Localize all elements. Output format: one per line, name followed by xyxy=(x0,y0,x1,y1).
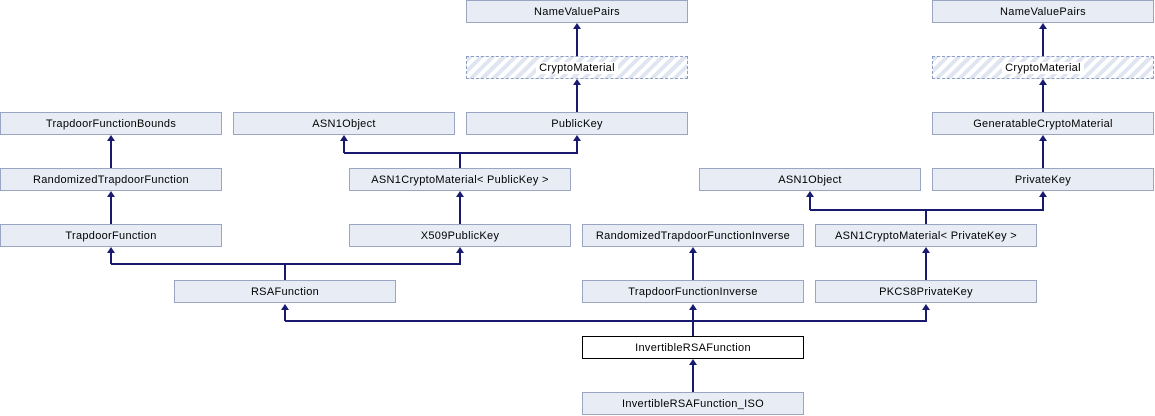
class-box-public-key[interactable]: PublicKey xyxy=(466,112,688,135)
inheritance-edge-line xyxy=(284,309,286,321)
class-label: CryptoMaterial xyxy=(536,61,618,74)
class-label: CryptoMaterial xyxy=(1002,61,1084,74)
class-box-trapdoor-function-bounds[interactable]: TrapdoorFunctionBounds xyxy=(0,112,222,135)
class-box-name-value-pairs-right[interactable]: NameValuePairs xyxy=(932,0,1154,23)
class-label: InvertibleRSAFunction_ISO xyxy=(621,397,764,410)
inheritance-edge-line xyxy=(576,140,578,153)
inheritance-arrowhead xyxy=(689,304,697,310)
class-label: TrapdoorFunctionBounds xyxy=(45,117,177,130)
inheritance-arrowhead xyxy=(573,135,581,141)
class-box-crypto-material-right: CryptoMaterial xyxy=(932,56,1154,79)
inheritance-edge-line xyxy=(1042,28,1044,56)
inheritance-edge-line xyxy=(1042,196,1044,210)
inheritance-arrowhead xyxy=(806,191,814,197)
class-label: RSAFunction xyxy=(250,285,320,298)
inheritance-edge-line xyxy=(810,209,1044,211)
inheritance-arrowhead xyxy=(340,135,348,141)
class-label: RandomizedTrapdoorFunction xyxy=(33,173,189,186)
inheritance-edge-line xyxy=(692,309,694,321)
class-label: NameValuePairs xyxy=(1000,5,1086,18)
class-label: PKCS8PrivateKey xyxy=(879,285,973,298)
class-box-name-value-pairs-mid[interactable]: NameValuePairs xyxy=(466,0,688,23)
inheritance-edge-line xyxy=(1042,84,1044,112)
inheritance-edge-line xyxy=(111,263,461,265)
class-box-trapdoor-function[interactable]: TrapdoorFunction xyxy=(0,224,222,247)
inheritance-edge-line xyxy=(576,84,578,112)
class-box-x509-public-key[interactable]: X509PublicKey xyxy=(349,224,571,247)
class-label: ASN1CryptoMaterial< PublicKey > xyxy=(371,173,549,186)
inheritance-arrowhead xyxy=(456,247,464,253)
class-label: PrivateKey xyxy=(1014,173,1072,186)
inheritance-arrowhead xyxy=(1039,135,1047,141)
class-label: NameValuePairs xyxy=(534,5,620,18)
inheritance-edge-line xyxy=(692,364,694,392)
class-label: TrapdoorFunction xyxy=(65,229,157,242)
class-box-randomized-trapdoor-function[interactable]: RandomizedTrapdoorFunction xyxy=(0,168,222,191)
inheritance-arrowhead xyxy=(1039,23,1047,29)
class-box-randomized-trapdoor-function-inverse[interactable]: RandomizedTrapdoorFunctionInverse xyxy=(582,224,804,247)
class-box-generatable-crypto-material[interactable]: GeneratableCryptoMaterial xyxy=(932,112,1154,135)
inheritance-arrowhead xyxy=(107,247,115,253)
inheritance-edge-line xyxy=(925,210,927,224)
inheritance-arrowhead xyxy=(689,247,697,253)
class-label: ASN1CryptoMaterial< PrivateKey > xyxy=(834,229,1017,242)
inheritance-edge-line xyxy=(809,196,811,210)
inheritance-arrowhead xyxy=(281,304,289,310)
inheritance-edge-line xyxy=(925,309,927,321)
inheritance-arrowhead xyxy=(107,191,115,197)
inheritance-arrowhead xyxy=(1039,191,1047,197)
class-label: X509PublicKey xyxy=(420,229,500,242)
class-box-trapdoor-function-inverse[interactable]: TrapdoorFunctionInverse xyxy=(582,280,804,303)
class-box-crypto-material-mid: CryptoMaterial xyxy=(466,56,688,79)
inheritance-arrowhead xyxy=(922,304,930,310)
class-box-invertible-rsa-function-iso[interactable]: InvertibleRSAFunction_ISO xyxy=(582,392,804,415)
class-box-private-key[interactable]: PrivateKey xyxy=(932,168,1154,191)
class-box-asn1-object-right[interactable]: ASN1Object xyxy=(699,168,921,191)
class-label: PublicKey xyxy=(551,117,603,130)
inheritance-arrowhead xyxy=(456,191,464,197)
inheritance-edge-line xyxy=(925,252,927,280)
inheritance-arrowhead xyxy=(1039,79,1047,85)
inheritance-edge-line xyxy=(692,252,694,280)
inheritance-arrowhead xyxy=(573,23,581,29)
inheritance-edge-line xyxy=(110,196,112,224)
inheritance-edge-line xyxy=(692,321,694,336)
class-label: RandomizedTrapdoorFunctionInverse xyxy=(595,229,791,242)
inheritance-edge-line xyxy=(284,264,286,280)
class-label: InvertibleRSAFunction xyxy=(635,341,751,354)
inheritance-edge-line xyxy=(459,196,461,224)
class-label: TrapdoorFunctionInverse xyxy=(628,285,758,298)
inheritance-edge-line xyxy=(1042,140,1044,168)
class-label: ASN1Object xyxy=(778,173,842,186)
inheritance-arrowhead xyxy=(689,359,697,365)
inheritance-edge-line xyxy=(343,140,345,153)
class-box-rsa-function[interactable]: RSAFunction xyxy=(174,280,396,303)
inheritance-arrowhead xyxy=(573,79,581,85)
class-box-invertible-rsa-function-main: InvertibleRSAFunction xyxy=(582,336,804,359)
class-box-asn1-crypto-material-public-key[interactable]: ASN1CryptoMaterial< PublicKey > xyxy=(349,168,571,191)
inheritance-arrowhead xyxy=(107,135,115,141)
inheritance-edge-line xyxy=(285,320,927,322)
inheritance-edge-line xyxy=(110,140,112,168)
inheritance-edge-line xyxy=(576,28,578,56)
inheritance-edge-line xyxy=(459,153,461,168)
class-box-asn1-crypto-material-private-key[interactable]: ASN1CryptoMaterial< PrivateKey > xyxy=(815,224,1037,247)
inheritance-edge-line xyxy=(459,252,461,264)
class-label: ASN1Object xyxy=(312,117,376,130)
class-box-pkcs8-private-key[interactable]: PKCS8PrivateKey xyxy=(815,280,1037,303)
class-label: GeneratableCryptoMaterial xyxy=(973,117,1113,130)
class-box-asn1-object-left[interactable]: ASN1Object xyxy=(233,112,455,135)
inheritance-edge-line xyxy=(344,152,578,154)
inheritance-edge-line xyxy=(110,252,112,264)
inheritance-arrowhead xyxy=(922,247,930,253)
